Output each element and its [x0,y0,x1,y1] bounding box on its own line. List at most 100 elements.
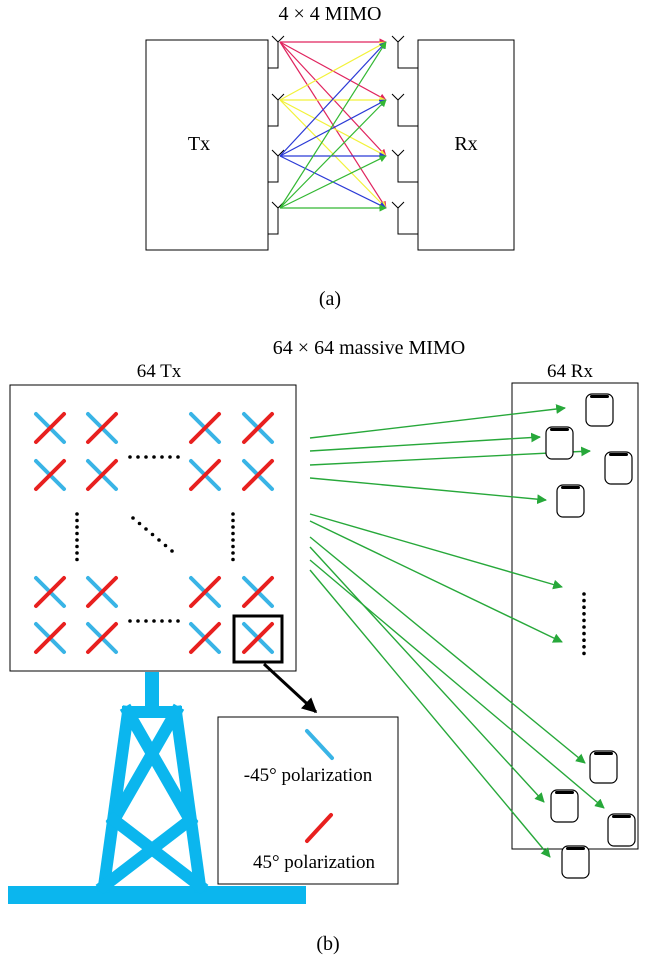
panel-a: 4 × 4 MIMO Tx Rx (a) [145,3,515,310]
cross-polarized-element [34,459,66,491]
left-col-dot [75,512,79,516]
massive-mimo-beams [309,404,605,858]
diagonal-dot [137,521,142,526]
mimo-signal-paths [279,38,387,212]
dual-polarized-elements [34,412,274,654]
bottom-row-dot [160,619,164,623]
cross-polarized-element [189,576,221,608]
plus45-dipole [34,412,66,444]
right-col-dot [231,512,235,516]
diagonal-dot [157,538,161,542]
phone-body [589,750,618,784]
phone-top-bar [555,791,574,794]
cross-polarized-element [86,576,118,608]
bottom-row-dot [152,619,156,623]
beam-arrow [309,569,551,858]
minus45-legend-line [305,729,334,760]
cross-polarized-element [189,412,221,444]
user-devices [545,393,636,879]
minus45-legend-label: -45° polarization [244,765,373,786]
rx-label: Rx [454,133,477,155]
tx-feed-line [268,100,279,127]
rx-dot [582,618,586,623]
phone-top-bar [561,486,580,489]
right-col-dot [231,525,235,529]
user-phone-icon [561,845,590,879]
rx-box [417,39,515,251]
user-phone-icon [545,426,574,460]
panel-a-title: 4 × 4 MIMO [279,3,382,25]
phone-body [561,845,590,879]
phone-body [556,484,585,518]
left-col-dot [75,525,79,529]
cross-polarized-element [86,622,118,654]
beam-arrow [309,477,547,505]
cross-polarized-element [86,412,118,444]
beam-arrow [309,559,605,809]
plus45-dipole [189,459,221,491]
cross-polarized-element [189,622,221,654]
plus45-dipole [189,622,221,654]
element-highlight-box [232,614,284,664]
beam-arrow [309,536,586,764]
phone-body [550,789,579,823]
phone-body [545,426,574,460]
plus45-dipole [189,576,221,608]
array-ellipsis-dots [75,455,235,623]
caption-b: (b) [316,933,339,955]
left-col-dot [75,538,79,542]
plus45-dipole [34,459,66,491]
tx-antenna-panel [9,384,297,672]
plus45-dipole [242,622,274,654]
rx-dot [582,598,586,603]
left-col-dot [75,544,79,549]
rx-dot [582,638,586,642]
polarization-legend: -45° polarization 45° polarization [217,716,399,885]
cross-polarized-element [34,412,66,444]
phone-top-bar [566,847,585,850]
user-phone-icon [604,451,633,485]
right-col-dot [231,551,235,555]
phone-body [604,451,633,485]
phone-body [585,393,614,427]
top-row-dot [144,455,148,459]
cross-polarized-element [86,459,118,491]
user-phone-icon [556,484,585,518]
diagonal-dot [163,543,168,548]
rx-antenna-icon [391,149,405,157]
cross-polarized-element [189,459,221,491]
beam-arrow [309,546,545,803]
mimo-path-arrow [279,41,387,209]
cross-polarized-element [242,622,274,654]
left-col-dot [75,557,79,562]
rx-dot [582,645,586,649]
cross-polarized-element [34,576,66,608]
diagonal-dot [150,532,155,537]
mimo-path-arrow [279,99,387,157]
rx-dot [582,612,586,616]
plus45-legend-line [305,813,333,843]
left-col-dot [75,531,79,536]
panel-b: 64 × 64 massive MIMO 64 Tx 64 Rx [8,337,639,955]
bottom-row-dot [144,619,148,623]
zoom-arrow [262,662,318,714]
bottom-row-dot [176,619,180,623]
bottom-row-dot [168,619,172,623]
tx-label: Tx [188,133,210,155]
right-col-dot [231,531,235,536]
mimo-path-arrow [279,41,387,101]
top-row-dot [160,455,164,459]
diagonal-dot [144,527,148,531]
tx-array-label: 64 Tx [137,361,182,382]
rx-antenna-icon [391,35,405,43]
tx-antenna-icon [271,35,285,43]
rx-feed-line [397,156,418,183]
rx-antenna-icon [391,93,405,101]
rx-dot [582,651,586,656]
diagonal-dot [131,516,135,520]
phone-body [607,813,636,847]
panel-b-title: 64 × 64 massive MIMO [273,337,465,359]
cross-polarized-element [242,576,274,608]
right-col-dot [231,557,235,562]
tx-antenna-array [268,35,285,235]
